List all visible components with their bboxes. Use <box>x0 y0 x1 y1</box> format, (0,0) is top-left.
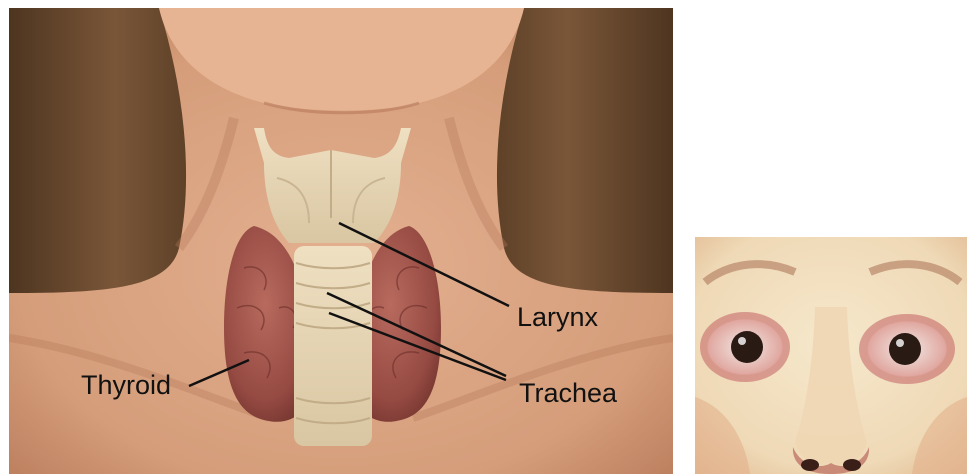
trachea <box>294 246 372 446</box>
label-larynx: Larynx <box>517 302 599 332</box>
label-trachea: Trachea <box>519 378 618 408</box>
exophthalmos-photo <box>695 237 967 474</box>
eyes-svg <box>695 237 967 474</box>
eye-right <box>859 314 955 384</box>
eye-left <box>700 312 790 382</box>
label-thyroid: Thyroid <box>81 370 171 400</box>
hair-left <box>9 8 186 293</box>
thyroid-anatomy-illustration: Larynx Trachea Thyroid <box>9 8 673 474</box>
anatomy-svg: Larynx Trachea Thyroid <box>9 8 673 474</box>
hair-right <box>497 8 673 293</box>
